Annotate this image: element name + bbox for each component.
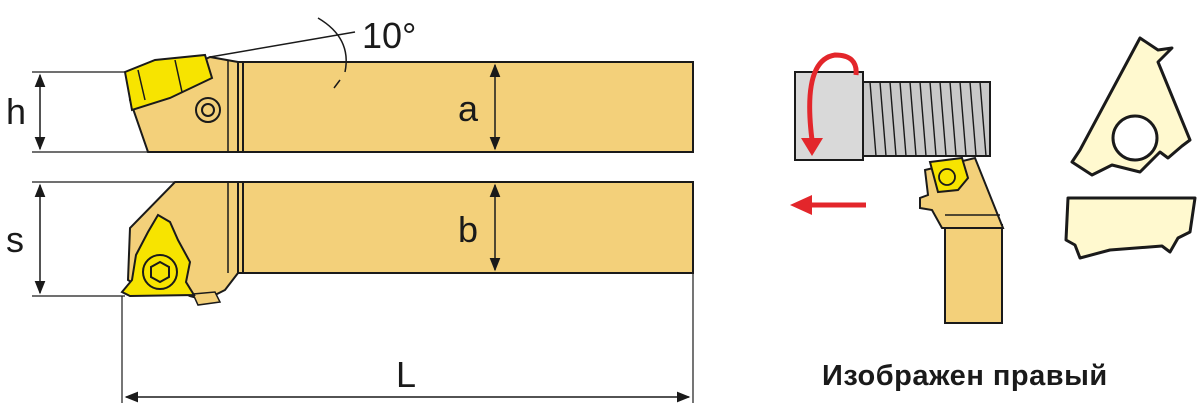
- dim-label-a: a: [458, 88, 479, 129]
- insert-top: [123, 53, 214, 112]
- insert-hole: [1111, 114, 1159, 162]
- angle-indicator: 10°: [209, 15, 416, 89]
- holder-small-view: [919, 156, 1005, 324]
- insert-profile-detail: [1064, 196, 1197, 260]
- caption: Изображен правый: [822, 360, 1108, 392]
- holder-side-view: [120, 181, 694, 306]
- dimension-s: s: [6, 181, 175, 297]
- dimension-L: L: [121, 273, 694, 403]
- dim-label-L: L: [396, 354, 416, 395]
- dimension-h: h: [6, 71, 148, 153]
- hex-screw-icon: [142, 254, 178, 290]
- insert-detail: [1064, 36, 1197, 260]
- workpiece-chuck: [794, 71, 864, 161]
- dimension-a: a: [458, 63, 501, 151]
- screw-icon: [195, 97, 221, 123]
- rotation-arrow: [807, 52, 859, 141]
- holder-top-view: [123, 53, 694, 153]
- workpiece: [794, 52, 991, 161]
- thread-lines: [869, 81, 987, 157]
- dimension-b: b: [458, 183, 501, 272]
- insert-triangle-detail: [1070, 36, 1192, 177]
- dim-label-h: h: [6, 91, 26, 132]
- dim-label-b: b: [458, 209, 478, 250]
- feed-direction-arrow: [790, 195, 866, 215]
- angle-label: 10°: [362, 15, 416, 56]
- dim-label-s: s: [6, 219, 24, 260]
